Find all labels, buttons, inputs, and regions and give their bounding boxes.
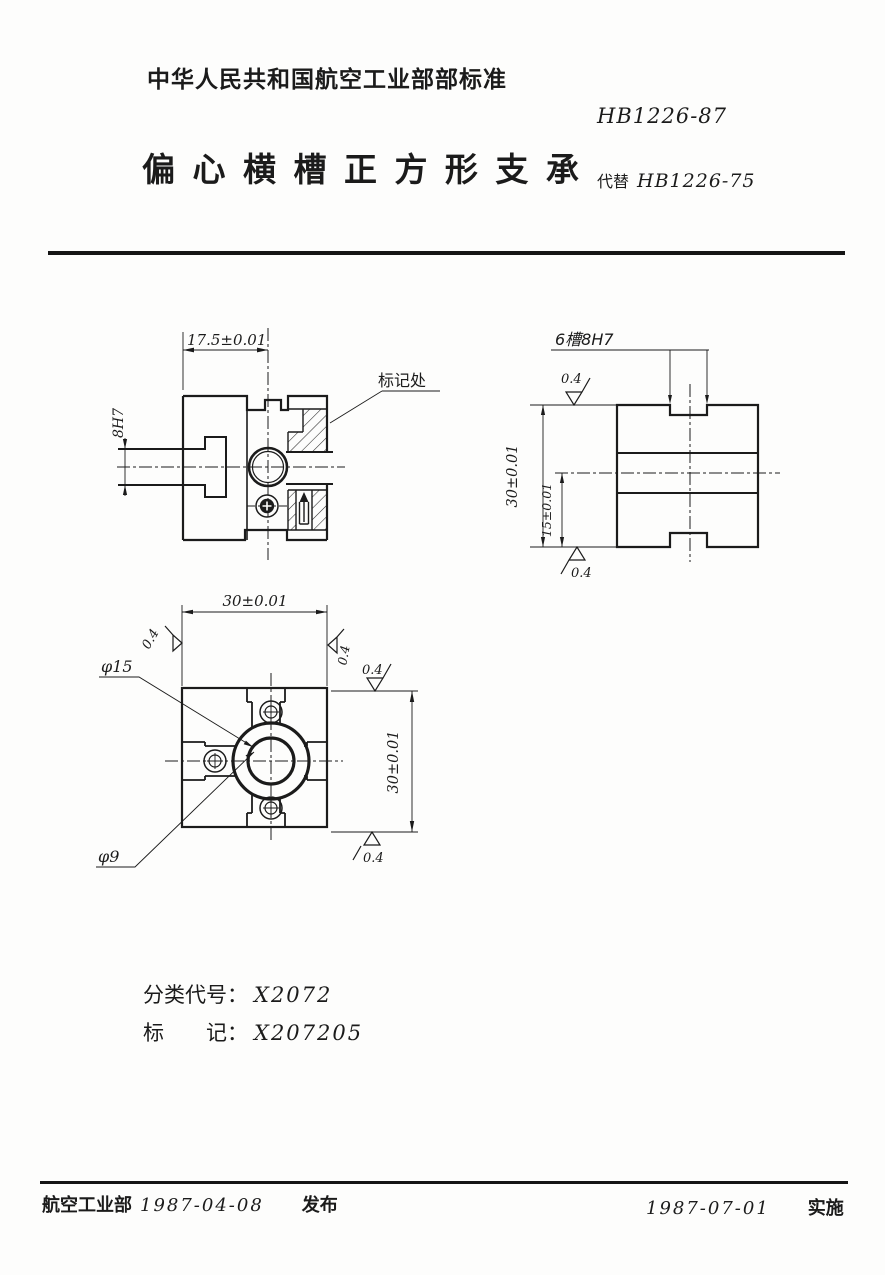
arrowhead (559, 473, 565, 483)
document-title: 偏 心 横 槽 正 方 形 支 承 (142, 150, 582, 189)
arrowhead (243, 740, 253, 747)
roughness-symbol-bottom (352, 830, 382, 861)
marking-row: 标 记：X207205 (143, 1014, 363, 1052)
dim-label-slot: 8H7 (111, 408, 127, 438)
body-outline (180, 686, 329, 829)
arrowhead (668, 395, 672, 404)
dim-label-right: 30±0.01 (386, 731, 402, 794)
dim-label-full-height: 30±0.01 (505, 445, 521, 508)
lower-hatch-left (288, 490, 296, 530)
screw-top (259, 700, 283, 724)
arrowhead (257, 347, 268, 353)
roughness-symbol-top-left (164, 625, 183, 653)
arrowhead (122, 485, 128, 495)
center-hole-inner (246, 736, 296, 786)
channel-lines (286, 451, 333, 485)
roughness-value-top-right: 0.4 (334, 644, 352, 666)
roughness-value-top: 0.4 (561, 372, 582, 387)
issue-action-label: 发布 (301, 1195, 338, 1216)
groove-edge-lines (617, 452, 758, 494)
arrowhead (409, 691, 415, 702)
side-view-drawing: 6槽8H7 0.4 30±0.01 15±0.01 0.4 (505, 330, 780, 581)
pin-body (298, 502, 310, 525)
standard-number: HB1226-87 (597, 104, 728, 128)
dim-label-top: 30±0.01 (222, 592, 287, 610)
screw-bottom (259, 796, 283, 820)
implementation-date: 1987-07-01 (646, 1198, 770, 1219)
dia-leader-outer (99, 676, 254, 748)
screw-slot-cross (262, 501, 272, 511)
arrowhead (540, 405, 546, 415)
header-divider (48, 251, 845, 255)
roughness-value-right: 0.4 (362, 663, 383, 678)
groove-leader-lines (551, 349, 709, 399)
roughness-symbol-top-right (327, 628, 345, 655)
roughness-symbol-right (365, 663, 392, 693)
replaced-standard-number: HB1226-75 (637, 170, 756, 192)
screw-head-outer (255, 494, 279, 518)
roughness-value-bottom: 0.4 (363, 851, 384, 866)
classification-code-value: X2072 (254, 983, 333, 1007)
dim-extension-lines (530, 404, 617, 548)
vertical-groove-lines (246, 688, 286, 827)
issuing-body: 航空工业部 (42, 1195, 132, 1216)
arrowhead (122, 439, 128, 449)
body-outline (181, 394, 329, 542)
roughness-symbol-bottom (560, 545, 587, 575)
screw-left (203, 749, 227, 773)
body-outline (615, 403, 760, 549)
dia-label-inner: φ9 (98, 847, 119, 866)
roughness-value-bottom: 0.4 (571, 566, 592, 581)
dim-line-top (181, 605, 328, 686)
boss-circle-outer (247, 446, 289, 488)
footer-divider (40, 1181, 848, 1184)
dia-leader-inner (96, 751, 255, 868)
footer-implementation: 1987-07-01 实施 (638, 1194, 844, 1220)
marking-label: 标 记： (143, 1021, 248, 1045)
footer-issue: 航空工业部 1987-04-08 发布 (42, 1191, 338, 1217)
plan-view-drawing: 30±0.01 0.4 φ15 φ9 0.4 0.4 30±0.01 0.4 (96, 592, 418, 868)
mark-location-label: 标记处 (378, 371, 426, 390)
classification-code-row: 分类代号：X2072 (143, 976, 363, 1014)
pin-tip (299, 492, 309, 502)
t-slot-profile (118, 436, 227, 498)
roughness-value-top-left: 0.4 (139, 627, 162, 652)
section-view-drawing: 17.5±0.01 8H7 标记处 (111, 328, 440, 560)
arrowhead (705, 395, 709, 404)
replaces-label: 代替 (597, 172, 630, 191)
dia-label-outer: φ15 (101, 657, 133, 676)
arrowhead (559, 537, 565, 547)
replaces-note: 代替 HB1226-75 (597, 168, 756, 192)
dim-label-width: 17.5±0.01 (187, 331, 266, 349)
standard-org-heading: 中华人民共和国航空工业部部标准 (147, 67, 507, 93)
arrowhead (316, 609, 327, 615)
classification-block: 分类代号：X2072 标 记：X207205 (143, 976, 363, 1052)
mark-leader-line (329, 390, 383, 424)
arrowhead (540, 537, 546, 547)
classification-code-label: 分类代号： (143, 983, 248, 1007)
implementation-action-label: 实施 (807, 1198, 844, 1219)
issue-date: 1987-04-08 (140, 1195, 264, 1216)
arrowhead (245, 752, 254, 759)
dim-label-half-height: 15±0.01 (539, 483, 554, 537)
internal-edges (287, 408, 327, 531)
arrowhead (183, 347, 194, 353)
arrowhead (409, 821, 415, 832)
groove-label: 6槽8H7 (555, 330, 614, 349)
roughness-symbol-top (564, 377, 591, 407)
dim-line-right (331, 690, 418, 833)
boss-circle-inner (251, 450, 285, 484)
arrowhead (182, 609, 193, 615)
lower-hatch-right (312, 490, 327, 530)
upper-hatch-region (288, 409, 327, 452)
marking-value: X207205 (254, 1021, 364, 1045)
